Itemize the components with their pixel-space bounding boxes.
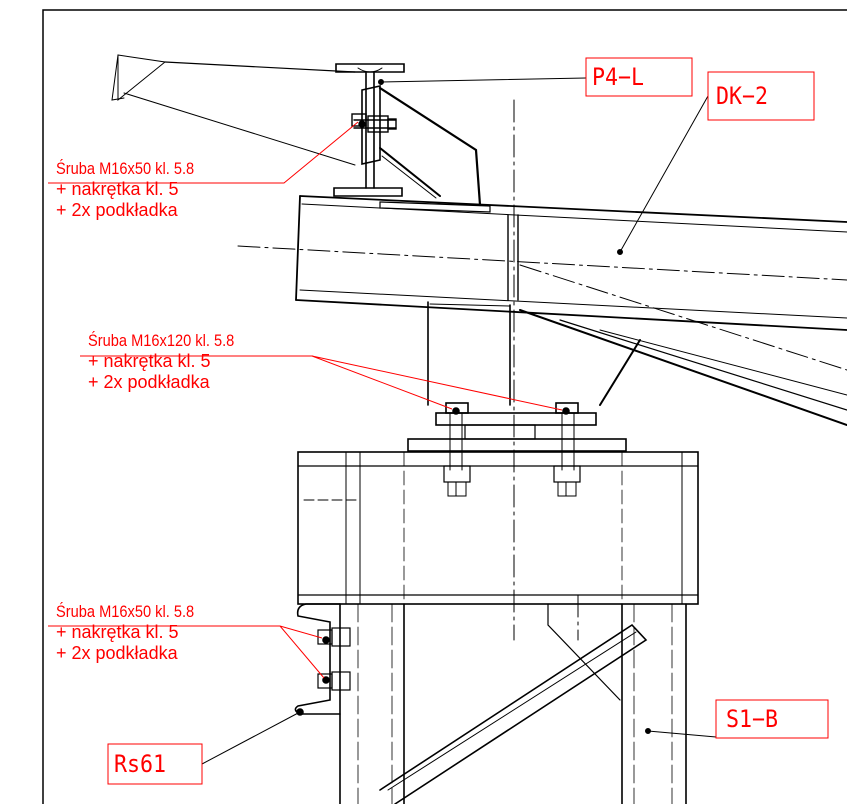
nut-spec-line: + nakrętka kl. 5: [88, 351, 211, 371]
bolt-note-bottom: Śruba M16x50 kl. 5.8 + nakrętka kl. 5 + …: [56, 603, 217, 662]
tag-leaders: [201, 77, 717, 765]
drawing-frame: [42, 9, 847, 804]
rail-tag-box: [107, 743, 203, 785]
bolt-spec-line: Śruba M16x50 kl. 5.8: [56, 159, 195, 178]
note-leader-top: [48, 121, 359, 184]
purlin-tag: P4−L: [592, 63, 645, 91]
bolt-spec-line: Śruba M16x120 kl. 5.8: [88, 331, 235, 350]
column: [297, 451, 699, 804]
note-leader-middle: [80, 355, 563, 411]
purlin-tag-box: [585, 57, 693, 97]
sloping-beam: [295, 195, 847, 426]
rail-tag: Rs61: [114, 750, 167, 778]
rail-section: [294, 603, 351, 716]
washer-spec-line: + 2x podkładka: [88, 372, 210, 392]
beam-tag: DK−2: [716, 82, 769, 110]
center-lines: [237, 99, 847, 641]
column-head: [407, 301, 641, 471]
bolt-note-top: Śruba M16x50 kl. 5.8 + nakrętka kl. 5 + …: [56, 160, 217, 219]
top-bolts: [351, 113, 397, 133]
nut-spec-line: + nakrętka kl. 5: [56, 179, 179, 199]
bolt-note-middle: Śruba M16x120 kl. 5.8 + nakrętka kl. 5 +…: [88, 332, 258, 391]
diagonal-brace: [379, 603, 648, 804]
beam-tag-box: [707, 71, 815, 121]
nut-spec-line: + nakrętka kl. 5: [56, 622, 179, 642]
purlin-section: [111, 54, 482, 207]
note-leader-bottom: [48, 625, 325, 679]
washer-spec-line: + 2x podkładka: [56, 200, 178, 220]
column-tag: S1−B: [726, 705, 779, 733]
column-tag-box: [715, 699, 829, 739]
washer-spec-line: + 2x podkładka: [56, 643, 178, 663]
bolt-spec-line: Śruba M16x50 kl. 5.8: [56, 602, 195, 621]
